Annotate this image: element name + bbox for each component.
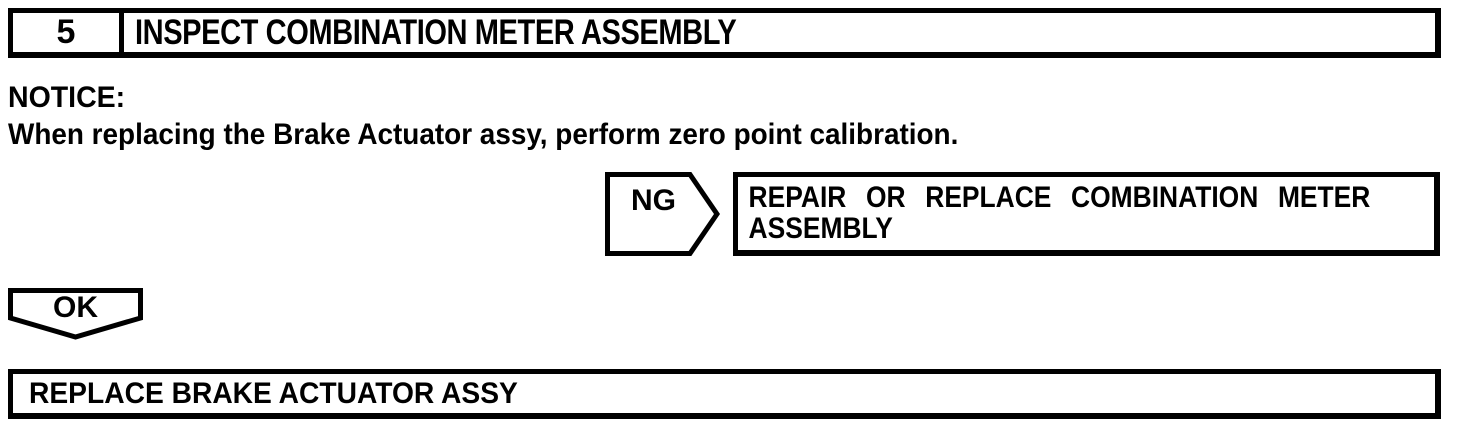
ng-connector: NG — [605, 172, 720, 256]
ng-action-line1: REPAIR OR REPLACE COMBINATION METER — [748, 181, 1371, 214]
step-title-cell: INSPECT COMBINATION METER ASSEMBLY — [124, 13, 1435, 52]
ng-action-line2: ASSEMBLY — [748, 212, 893, 245]
ok-connector-label: OK — [53, 291, 98, 324]
step-number: 5 — [56, 13, 76, 51]
notice-label: NOTICE: — [8, 81, 126, 114]
notice-text: When replacing the Brake Actuator assy, … — [8, 118, 959, 151]
ng-action-text: REPAIR OR REPLACE COMBINATION METER ASSE… — [738, 177, 1371, 245]
ok-connector: OK — [8, 288, 143, 340]
ok-banner-shape — [8, 288, 143, 340]
ok-action-text: REPLACE BRAKE ACTUATOR ASSY — [29, 376, 518, 410]
ng-arrow-shape — [605, 172, 720, 256]
ng-connector-label: NG — [631, 184, 676, 217]
step-number-cell: 5 — [13, 13, 124, 52]
ok-action-box: REPLACE BRAKE ACTUATOR ASSY — [8, 369, 1441, 419]
ng-action-box: REPAIR OR REPLACE COMBINATION METER ASSE… — [733, 172, 1440, 256]
step-title: INSPECT COMBINATION METER ASSEMBLY — [135, 13, 737, 52]
step-header-box: 5 INSPECT COMBINATION METER ASSEMBLY — [8, 8, 1441, 58]
